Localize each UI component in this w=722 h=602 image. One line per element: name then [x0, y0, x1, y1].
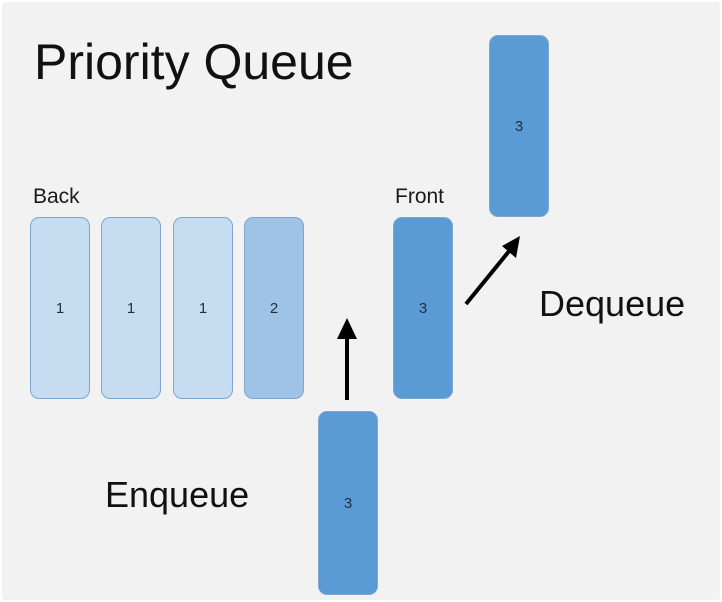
- queue-item: 1: [101, 217, 161, 399]
- back-label: Back: [33, 185, 80, 208]
- queue-item: 2: [244, 217, 304, 399]
- diagram-title: Priority Queue: [34, 34, 354, 90]
- dequeue-arrow: [464, 236, 520, 306]
- enqueue-item: 3: [318, 411, 378, 595]
- front-label: Front: [395, 185, 445, 208]
- dequeue-item: 3: [489, 35, 549, 217]
- enqueue-label: Enqueue: [105, 474, 250, 515]
- front-queue-item: 3: [393, 217, 453, 399]
- dequeue-label: Dequeue: [539, 283, 686, 324]
- queue-item: 1: [173, 217, 233, 399]
- enqueue-arrow: [337, 318, 357, 400]
- queue-item: 1: [30, 217, 90, 399]
